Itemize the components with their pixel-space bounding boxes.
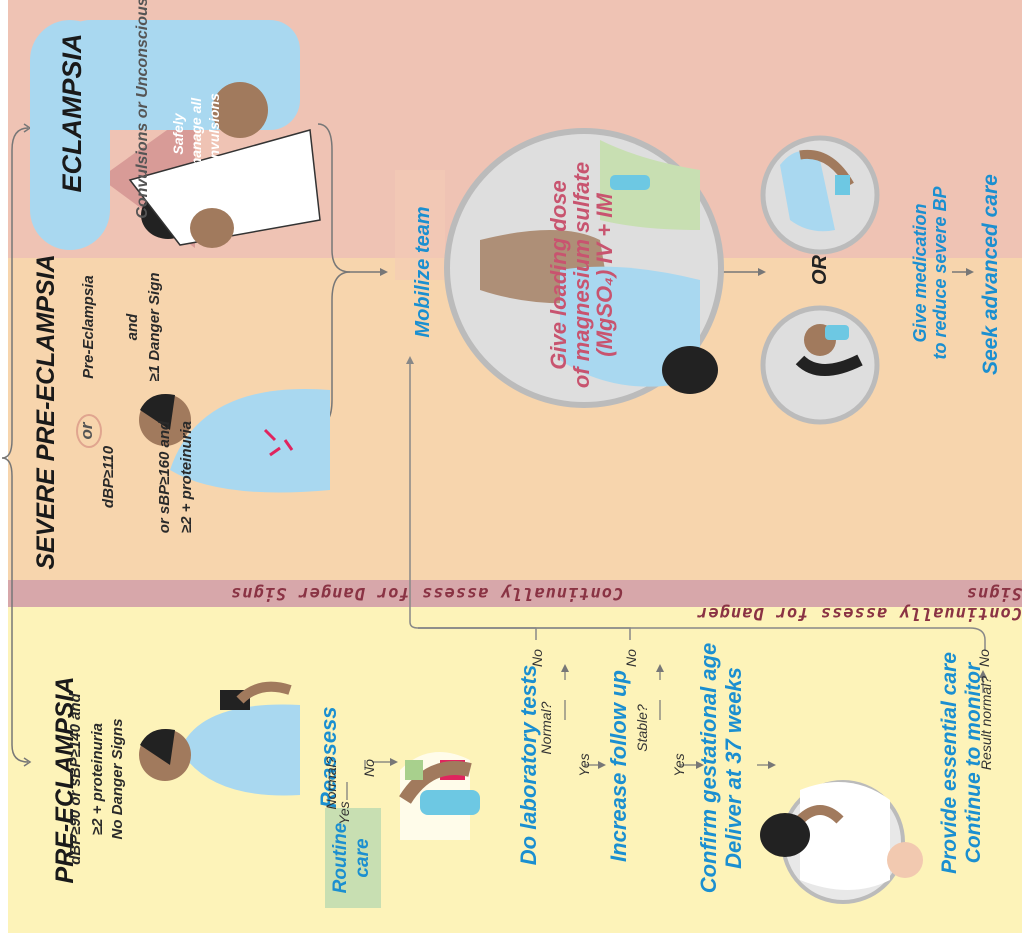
preeclampsia-criteria-3: No Danger Signs bbox=[109, 718, 126, 840]
preeclampsia-criteria-2: ≥2 + proteinuria bbox=[89, 723, 106, 836]
magnesium-detail bbox=[480, 140, 718, 394]
stable-yes: Yes bbox=[671, 753, 687, 777]
severe-criteria-left-2: or sBP≥160 and bbox=[156, 420, 173, 534]
stable-no: No bbox=[623, 649, 639, 667]
severe-criteria-left-3: ≥2 + proteinuria bbox=[178, 421, 195, 534]
reassess-no: No bbox=[361, 759, 377, 777]
eclampsia-subtitle: Convulsions or Unconscious bbox=[134, 0, 151, 219]
confirm-line-1: Confirm gestational age bbox=[696, 642, 721, 894]
triangle-line-3: convulsions bbox=[206, 93, 222, 175]
triangle-line-1: Safely bbox=[170, 113, 186, 155]
monitoring-detail bbox=[760, 782, 923, 890]
danger-signs-banner bbox=[8, 580, 1022, 607]
result-no: No bbox=[976, 649, 992, 667]
triangle-line-2: manage all bbox=[188, 97, 204, 171]
magnesium-line-3: (MgSO₄) IV + IM bbox=[592, 193, 617, 357]
danger-banner-left: Continually assess for Danger Signs bbox=[230, 583, 624, 603]
stable-question: Stable? bbox=[634, 704, 650, 752]
routine-care-line-1: Routine bbox=[330, 822, 351, 894]
danger-banner-text: Continually assess for Danger Signs Cont… bbox=[8, 580, 1022, 623]
severe-figure bbox=[139, 389, 330, 493]
severe-criteria-right-2: and bbox=[124, 313, 141, 341]
follow-up-label: Increase follow up bbox=[606, 670, 631, 862]
seek-advanced-care-label: Seek advanced care bbox=[979, 174, 1002, 375]
lab-yes: Yes bbox=[576, 753, 592, 777]
severe-criteria-right-1: Pre-Eclampsia bbox=[80, 275, 97, 379]
routine-care-box bbox=[325, 808, 381, 908]
give-medication-line-2: to reduce severe BP bbox=[930, 186, 950, 360]
category-bracket bbox=[1, 127, 29, 763]
lab-test-figure bbox=[399, 752, 480, 840]
or-choice-label: OR bbox=[809, 255, 831, 285]
routine-care-line-2: care bbox=[352, 838, 373, 878]
preeclampsia-figure bbox=[139, 681, 300, 796]
confirm-line-2: Deliver at 37 weeks bbox=[721, 667, 746, 869]
mobilize-team-label: Mobilize team bbox=[412, 206, 434, 338]
eclampsia-title: ECLAMPSIA bbox=[57, 33, 87, 193]
medication-detail bbox=[780, 149, 863, 376]
severe-title: SEVERE PRE-ECLAMPSIA bbox=[32, 254, 60, 570]
lab-normal-question: Normal? bbox=[538, 701, 554, 755]
severe-criteria-left-1: dBP≥110 bbox=[100, 445, 117, 509]
severe-or-label: or bbox=[76, 414, 102, 448]
result-normal-question: Result normal? bbox=[978, 675, 994, 771]
preeclampsia-criteria-1: dBP≥90 or sBP≥140 and bbox=[67, 693, 84, 865]
severe-criteria-right-3: ≥1 Danger Sign bbox=[146, 272, 163, 382]
lab-no: No bbox=[529, 649, 545, 667]
eclampsia-figure bbox=[30, 20, 321, 250]
